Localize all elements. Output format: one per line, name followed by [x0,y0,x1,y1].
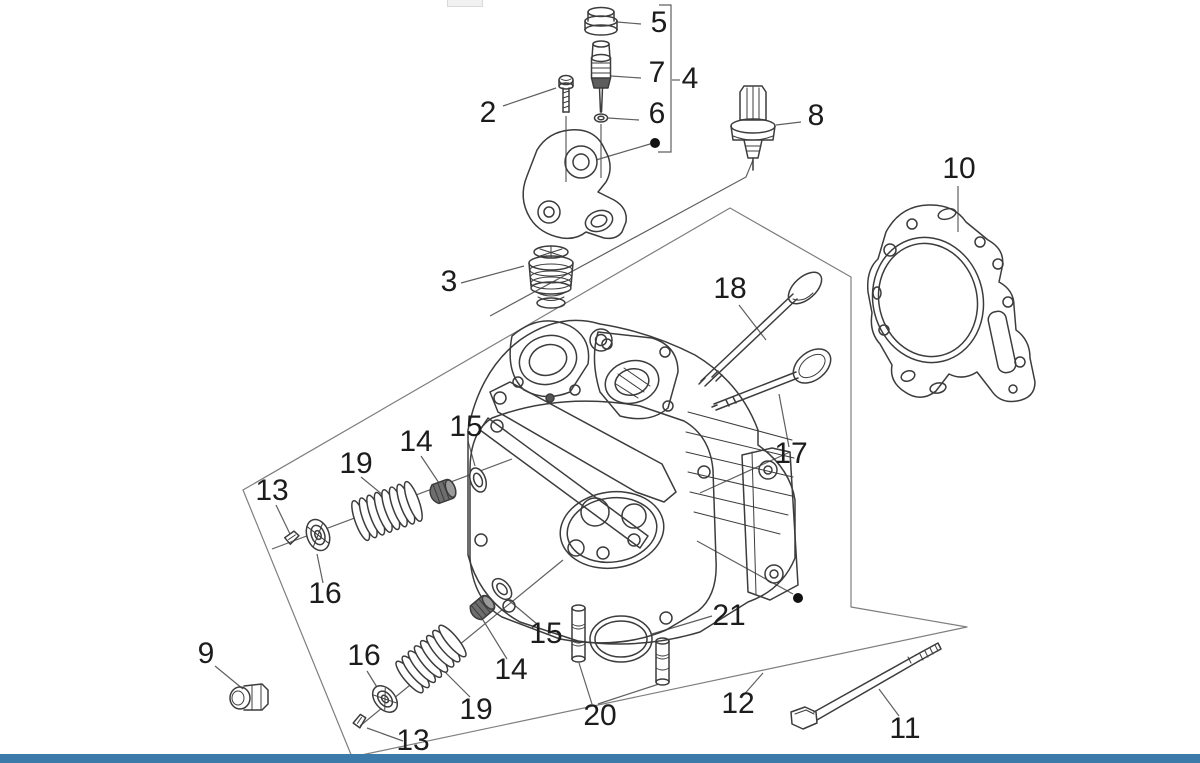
callout-20: 20 [583,699,616,732]
callout-8: 8 [808,99,825,132]
callout-labels: 2 5 7 4 6 8 10 3 18 17 15 14 19 13 16 9 … [198,6,976,757]
part-retainer-16-bottom [368,681,403,717]
part-thermostat-3 [529,246,573,308]
bullet-point-head [793,593,803,603]
part-sender-7 [592,41,611,112]
leader-2 [503,88,556,106]
part-valve-18 [699,266,827,386]
callout-16-left: 16 [308,577,341,610]
part-spring-seat-15-bottom [489,575,516,603]
part-spring-19-bottom [392,622,469,696]
part-dowel-pin-20a [572,605,585,662]
callout-18: 18 [713,272,746,305]
leader-14-left [421,456,439,483]
window-chrome-fragment [447,0,483,7]
leader-7 [611,76,641,78]
leader-8 [776,122,801,125]
leader-11 [879,689,899,716]
callout-2: 2 [480,96,497,129]
leader-13-left [276,505,290,534]
callout-19-left: 19 [339,447,372,480]
part-spring-seat-15-left [467,466,490,495]
bullet-point-top [650,138,660,148]
leader-20-a [579,663,592,704]
bullet-head-leader [697,541,793,594]
callout-14-bottom: 14 [494,653,527,686]
callout-9: 9 [198,637,215,670]
part-sensor-8 [731,86,775,170]
callout-12: 12 [721,687,754,720]
leader-6 [608,118,639,120]
callout-5: 5 [651,6,668,39]
callout-7: 7 [649,56,666,89]
callout-17: 17 [774,437,807,470]
part-spring-19-left [348,480,425,542]
part-plug-9 [230,684,268,710]
callout-15-bottom: 15 [529,617,562,650]
head-water-elbow [523,130,626,239]
leader-5 [617,22,641,24]
leader-19-bottom [443,670,470,697]
leader-12 [741,673,763,698]
part-bolt-11 [791,643,941,729]
part-bolt-2 [559,76,573,113]
assembly-boundary [243,208,967,757]
callout-11: 11 [889,712,920,745]
leader-14-bottom [483,620,507,659]
callout-6: 6 [649,97,666,130]
leader-16-left [317,554,323,583]
part-oring-21 [590,616,652,662]
leader-9 [215,666,243,689]
callout-13-left: 13 [255,474,288,507]
callout-16-bottom: 16 [347,639,380,672]
bracket-4 [650,5,680,152]
part-cotters-13-bottom [352,713,368,729]
callout-13-bottom: 13 [396,724,429,757]
part-seal-14-bottom [467,593,497,622]
part-gasket-10 [859,205,1035,402]
callout-14-left: 14 [399,425,432,458]
leader-18 [739,305,766,340]
callout-21: 21 [712,599,745,632]
callout-19-bottom: 19 [459,693,492,726]
leader-17 [779,394,789,447]
bullet-4-leader [596,144,650,160]
part-cap-5 [585,8,617,36]
callout-15-left: 15 [449,410,482,443]
part-cotters-13-left [284,530,301,545]
leader-3 [461,266,524,283]
callout-3: 3 [441,265,458,298]
part-cylinder-head-body [468,320,798,644]
part-washer-6 [595,114,608,122]
bottom-edge-bar [0,754,1200,763]
leader-20-b [598,684,659,704]
callout-4: 4 [682,62,699,95]
part-seal-14-left [427,478,458,506]
leader-13-bottom [367,728,403,741]
part-dowel-pin-20b [656,638,669,685]
leader-8-axis [490,160,753,316]
part-valve-17 [712,342,837,410]
leader-lines [215,22,958,741]
part-retainer-16-left [302,516,334,554]
callout-10: 10 [942,152,975,185]
